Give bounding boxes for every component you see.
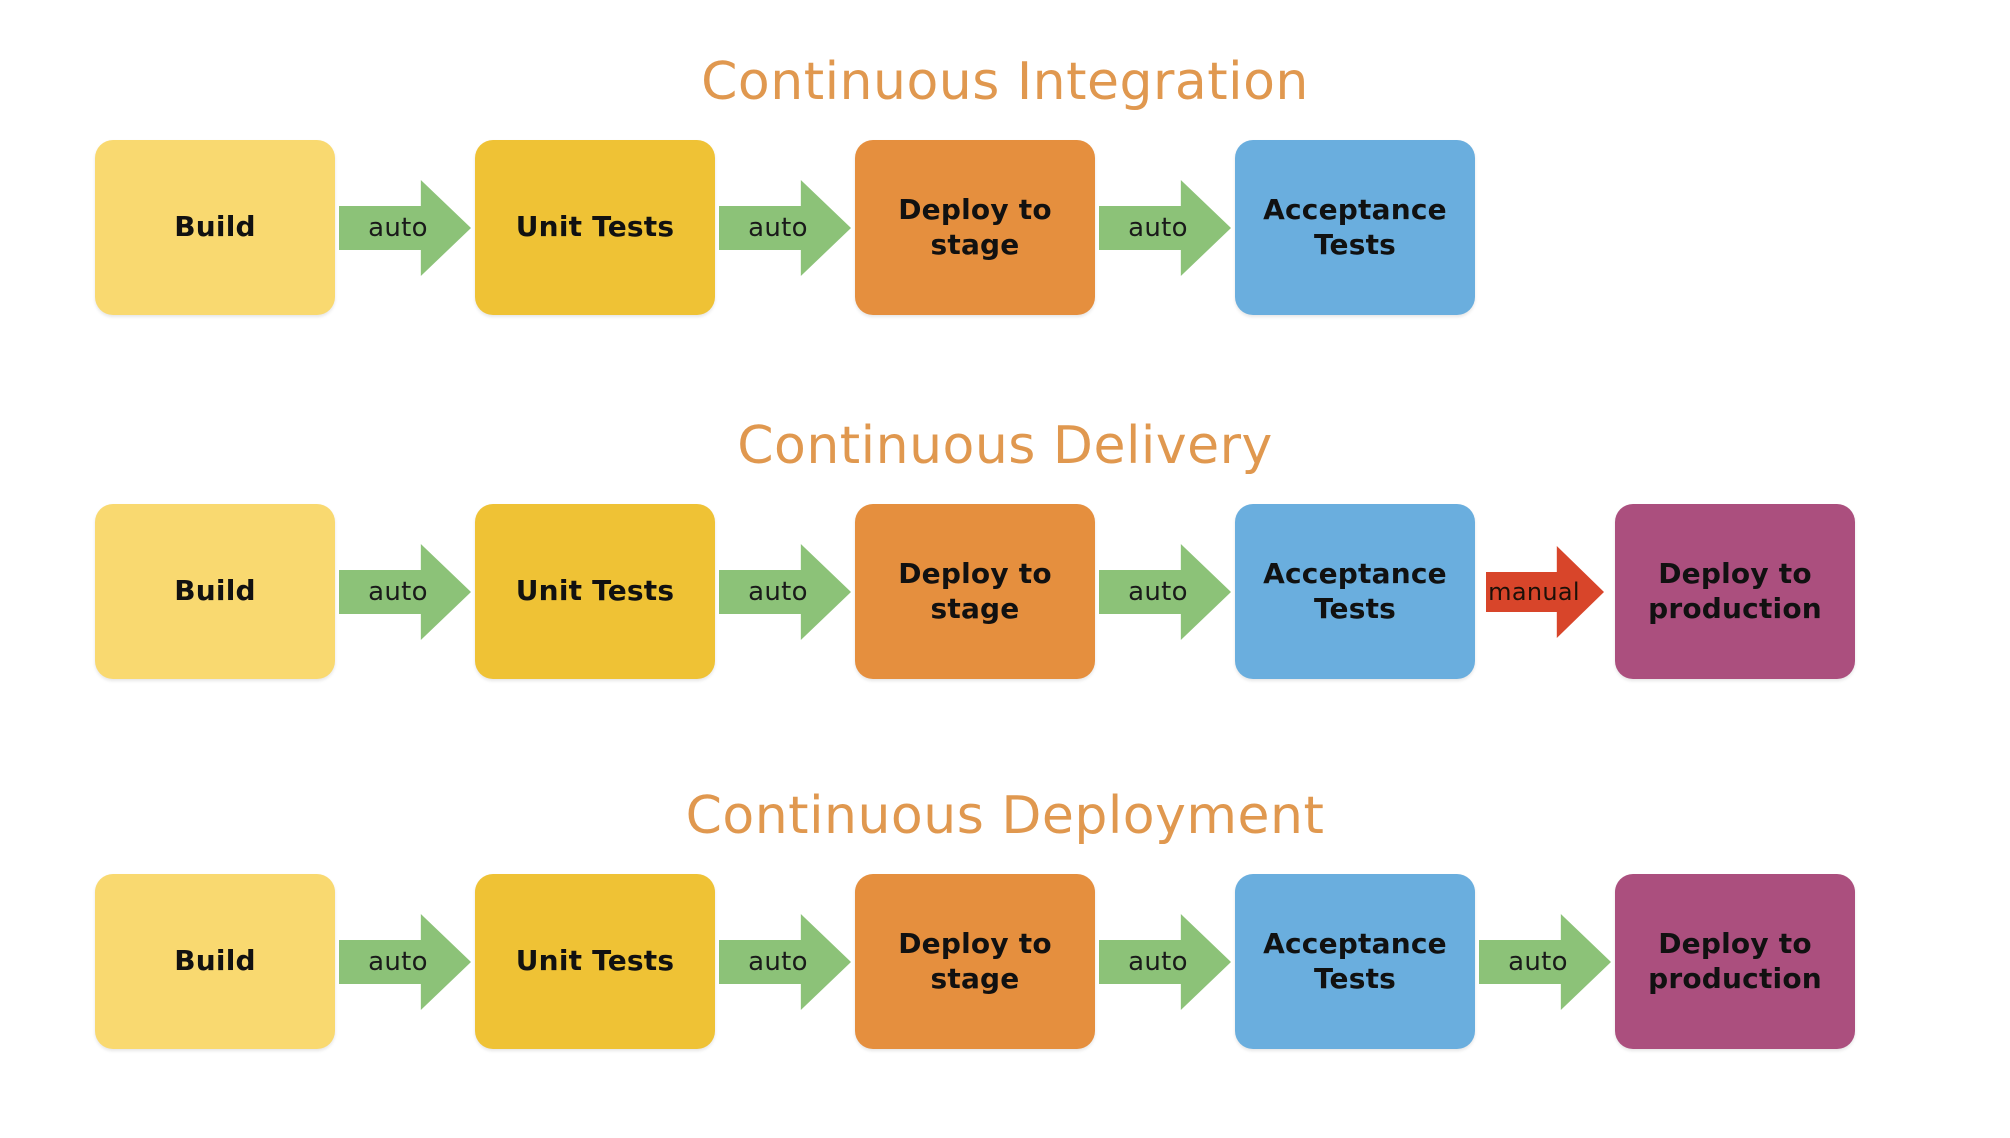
pipeline-row: Build auto Unit Tests auto Deploy to stage au… (0, 140, 2010, 320)
stage-box-deploy-to-stage[interactable]: Deploy to stage (855, 140, 1095, 315)
arrow-auto: auto (1479, 908, 1611, 1016)
arrow-shape-icon (719, 913, 851, 1010)
arrow-shape-icon (1479, 913, 1611, 1010)
stage-box-deploy-to-stage[interactable]: Deploy to stage (855, 874, 1095, 1049)
arrow-label: auto (368, 212, 428, 243)
pipeline-row: Build auto Unit Tests auto Deploy to stage au… (0, 504, 2010, 684)
arrow-label: auto (748, 576, 808, 607)
section-title: Continuous Delivery (737, 416, 1273, 476)
arrow-shape-icon (339, 179, 471, 276)
stage-box-deploy-to-production[interactable]: Deploy to production (1615, 874, 1855, 1049)
arrow-auto: auto (339, 538, 471, 646)
stage-box-unit-tests[interactable]: Unit Tests (475, 504, 715, 679)
stage-box-acceptance-tests[interactable]: Acceptance Tests (1235, 504, 1475, 679)
arrow-auto: auto (339, 174, 471, 282)
stage-label: Acceptance Tests (1263, 557, 1447, 625)
arrow-auto: auto (719, 908, 851, 1016)
stage-label: Deploy to stage (898, 193, 1052, 261)
arrow-label: auto (748, 212, 808, 243)
arrow-shape-icon (719, 179, 851, 276)
stage-label: Deploy to stage (898, 927, 1052, 995)
arrow-shape-icon (339, 913, 471, 1010)
pipeline-row: Build auto Unit Tests auto Deploy to stage au… (0, 874, 2010, 1054)
stage-box-deploy-to-production[interactable]: Deploy to production (1615, 504, 1855, 679)
arrow-auto: auto (1099, 908, 1231, 1016)
stage-label: Acceptance Tests (1263, 927, 1447, 995)
stage-label: Unit Tests (515, 944, 675, 978)
arrow-auto: auto (719, 538, 851, 646)
stage-label: Deploy to stage (898, 557, 1052, 625)
stage-box-build[interactable]: Build (95, 504, 335, 679)
stage-label: Build (174, 210, 256, 244)
stage-label: Unit Tests (515, 210, 675, 244)
stage-box-unit-tests[interactable]: Unit Tests (475, 874, 715, 1049)
stage-label: Deploy to production (1648, 557, 1822, 625)
stage-box-unit-tests[interactable]: Unit Tests (475, 140, 715, 315)
arrow-shape-icon (1486, 545, 1604, 638)
stage-box-acceptance-tests[interactable]: Acceptance Tests (1235, 140, 1475, 315)
stage-box-build[interactable]: Build (95, 874, 335, 1049)
arrow-label: auto (748, 946, 808, 977)
arrow-shape-icon (1099, 179, 1231, 276)
arrow-auto: auto (339, 908, 471, 1016)
arrow-label: auto (368, 576, 428, 607)
stage-box-deploy-to-stage[interactable]: Deploy to stage (855, 504, 1095, 679)
arrow-label: auto (1128, 576, 1188, 607)
stage-box-build[interactable]: Build (95, 140, 335, 315)
arrow-auto: auto (1099, 174, 1231, 282)
arrow-shape-icon (339, 543, 471, 640)
arrow-label: auto (1128, 946, 1188, 977)
stage-label: Deploy to production (1648, 927, 1822, 995)
stage-label: Acceptance Tests (1263, 193, 1447, 261)
arrow-shape-icon (1099, 543, 1231, 640)
arrow-auto: auto (1099, 538, 1231, 646)
arrow-auto: auto (719, 174, 851, 282)
arrow-label: auto (1508, 946, 1568, 977)
stage-label: Build (174, 574, 256, 608)
stage-label: Unit Tests (515, 574, 675, 608)
section-title: Continuous Integration (701, 52, 1309, 112)
arrow-label: auto (368, 946, 428, 977)
section-title: Continuous Deployment (685, 786, 1325, 846)
arrow-label: auto (1128, 212, 1188, 243)
arrow-label: manual (1488, 577, 1580, 606)
stage-box-acceptance-tests[interactable]: Acceptance Tests (1235, 874, 1475, 1049)
arrow-shape-icon (1099, 913, 1231, 1010)
stage-label: Build (174, 944, 256, 978)
arrow-manual: manual (1486, 538, 1604, 646)
arrow-shape-icon (719, 543, 851, 640)
